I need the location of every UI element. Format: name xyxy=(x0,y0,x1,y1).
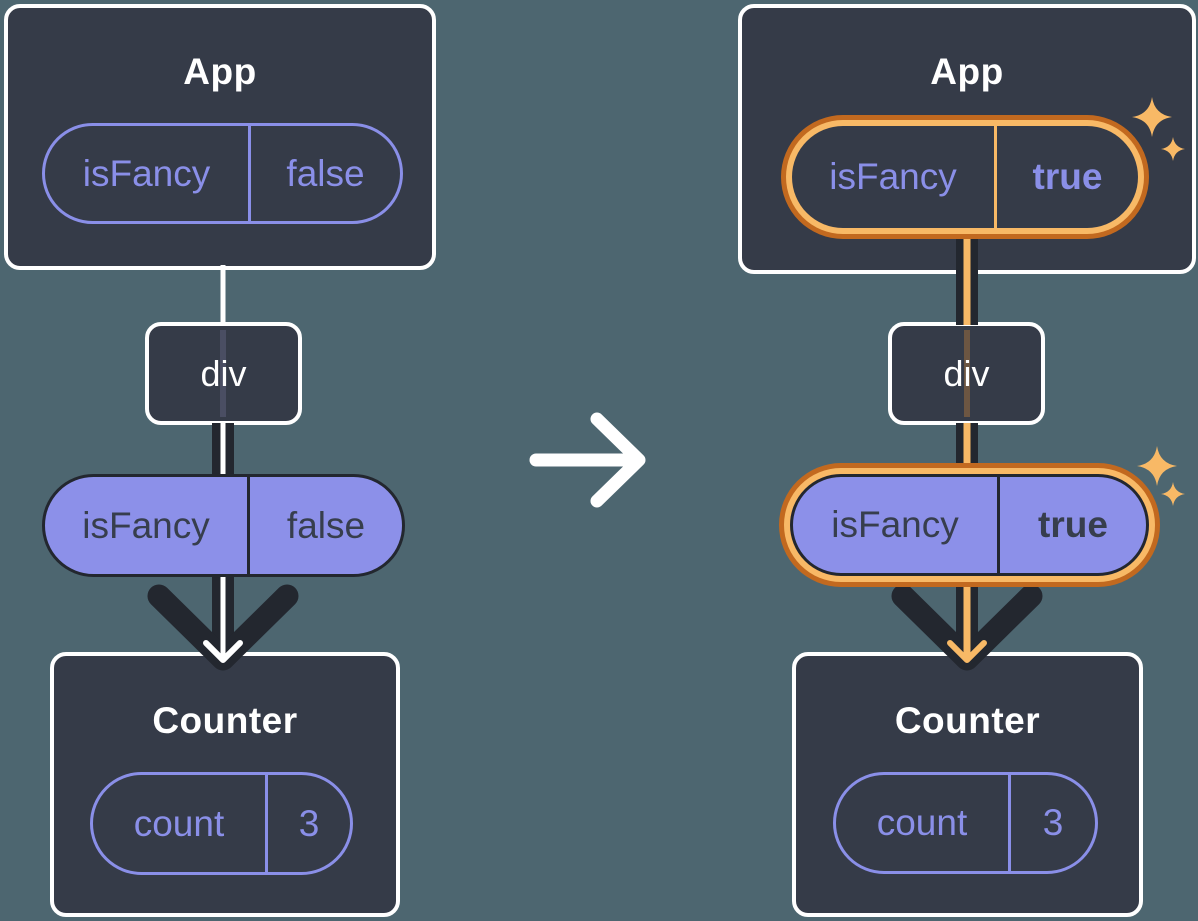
after-app-prop-pill: isFancy true xyxy=(792,126,1138,228)
sparkle-icon xyxy=(1132,97,1172,137)
sparkle-icon xyxy=(1161,482,1185,506)
prop-value-label: true xyxy=(994,126,1138,228)
prop-value-label: false xyxy=(247,477,402,574)
state-value-label: 3 xyxy=(265,775,350,872)
after-div-label: div xyxy=(943,352,990,394)
highlight-ring-inner: isFancy true xyxy=(786,120,1144,234)
transition-arrow xyxy=(529,412,646,508)
prop-name-label: isFancy xyxy=(82,504,210,546)
highlight-ring-inner: isFancy true xyxy=(784,468,1155,582)
after-passed-prop-pill: isFancy true xyxy=(790,474,1149,576)
before-app-title: App xyxy=(183,51,257,92)
prop-name-label: isFancy xyxy=(831,504,959,545)
before-div-label: div xyxy=(200,352,247,394)
after-app-title: App xyxy=(930,51,1004,92)
state-name-label: count xyxy=(876,802,968,843)
before-app-prop-pill: isFancy false xyxy=(42,123,403,224)
state-name-label: count xyxy=(133,802,225,844)
prop-value-label: false xyxy=(248,126,400,221)
after-counter-title: Counter xyxy=(894,700,1041,741)
before-counter-title: Counter xyxy=(152,700,298,741)
before-passed-prop-pill: isFancy false xyxy=(42,474,405,577)
sparkle-icon xyxy=(1137,446,1177,486)
after-counter-state-pill: count 3 xyxy=(833,772,1098,874)
before-arrowhead-tip xyxy=(203,640,243,663)
before-counter-state-pill: count 3 xyxy=(90,772,353,875)
prop-name-label: isFancy xyxy=(829,156,957,197)
prop-name-label: isFancy xyxy=(82,152,211,194)
after-app-prop-pill-highlight: isFancy true xyxy=(781,115,1149,239)
state-value-label: 3 xyxy=(1008,775,1095,871)
after-arrowhead-tip xyxy=(947,640,987,663)
sparkle-icon xyxy=(1161,137,1185,161)
prop-value-label: true xyxy=(997,477,1146,573)
transition-arrow-head xyxy=(590,412,646,508)
after-passed-prop-pill-highlight: isFancy true xyxy=(779,463,1160,587)
